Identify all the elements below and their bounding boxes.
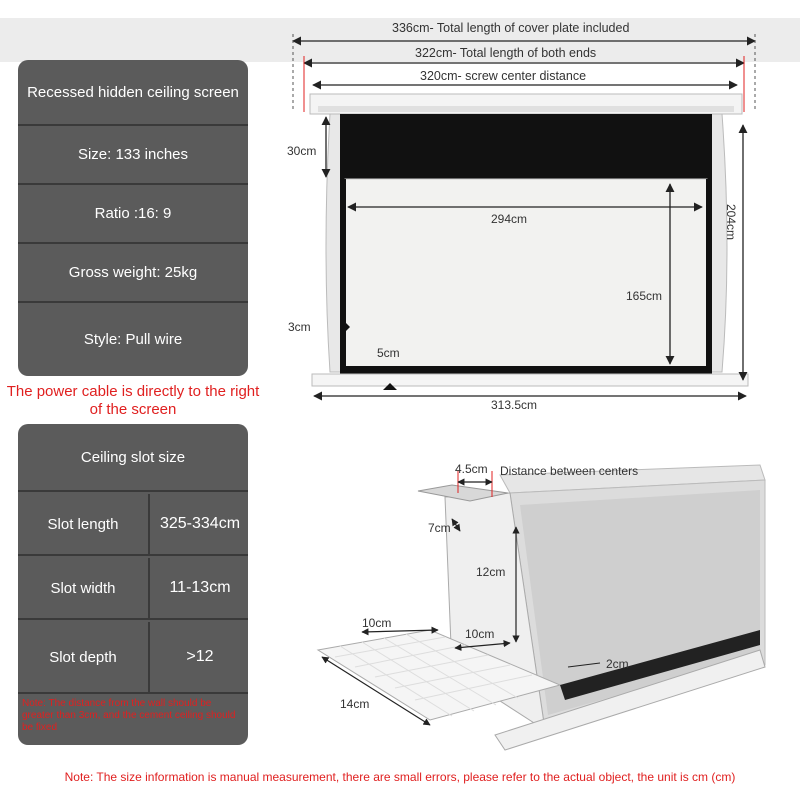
- spec-size-text: Size: 133 inches: [77, 146, 189, 163]
- screw-center-label: 320cm- screw center distance: [420, 69, 587, 83]
- slot-depth-value: >12: [186, 648, 214, 665]
- both-ends-label: 322cm- Total length of both ends: [415, 46, 597, 60]
- spec-ratio: Ratio :16: 9: [18, 185, 248, 244]
- screen-black-top-border: [340, 114, 712, 179]
- spec-title-text: Recessed hidden ceiling screen: [27, 83, 239, 101]
- cover-plate-label: 336cm- Total length of cover plate inclu…: [392, 21, 630, 35]
- screw-spacing-caption: Distance between centers: [500, 464, 639, 478]
- ceiling-slot-table: Ceiling slot size Slot length 325-334cm …: [18, 424, 248, 745]
- slot-row-width: Slot width 11-13cm: [18, 558, 248, 620]
- image-width-label: 294cm: [491, 212, 528, 226]
- spec-weight-text: Gross weight: 25kg: [68, 264, 198, 281]
- slot-width-value: 11-13cm: [169, 579, 231, 596]
- screen-bottom-bar: [311, 373, 749, 387]
- front-view-diagram: [292, 34, 756, 401]
- screw-spacing-label: 4.5cm: [455, 462, 488, 476]
- slot-gap-label: 2cm: [606, 657, 629, 671]
- slot-length-label: Slot length: [18, 494, 150, 554]
- total-height-label: 204cm: [724, 204, 738, 241]
- slot-install-note: Note: The distance from the wall should …: [22, 698, 236, 733]
- side-border-label: 3cm: [288, 320, 311, 334]
- cover-depth-label: 7cm: [428, 521, 451, 535]
- measurement-note: Note: The size information is manual mea…: [64, 770, 736, 784]
- bottom-width-label: 313.5cm: [491, 398, 538, 412]
- height-label: 12cm: [476, 565, 506, 579]
- slot-row-depth: Slot depth >12: [18, 622, 248, 694]
- slot-length-value: 325-334cm: [159, 515, 241, 532]
- spec-size: Size: 133 inches: [18, 126, 248, 185]
- slot-depth-label: Slot depth: [18, 622, 150, 692]
- spec-style: Style: Pull wire: [18, 303, 248, 376]
- image-height-label: 165cm: [626, 289, 663, 303]
- bottom-border-label: 5cm: [377, 346, 400, 360]
- width-label: 10cm: [465, 627, 495, 641]
- spec-style-text: Style: Pull wire: [83, 331, 183, 348]
- spec-weight: Gross weight: 25kg: [18, 244, 248, 303]
- slot-row-length: Slot length 325-334cm: [18, 494, 248, 556]
- slot-width-label: Slot width: [18, 558, 150, 618]
- cover-width-label: 14cm: [340, 697, 370, 711]
- power-cable-note: The power cable is directly to the right…: [6, 383, 260, 418]
- slot-table-title: Ceiling slot size: [18, 424, 248, 492]
- spec-ratio-text: Ratio :16: 9: [94, 205, 172, 222]
- spec-title: Recessed hidden ceiling screen: [18, 60, 248, 126]
- top-border-label: 30cm: [287, 144, 317, 158]
- plate-overhang-label: 10cm: [362, 616, 392, 630]
- isometric-diagram: [316, 464, 766, 751]
